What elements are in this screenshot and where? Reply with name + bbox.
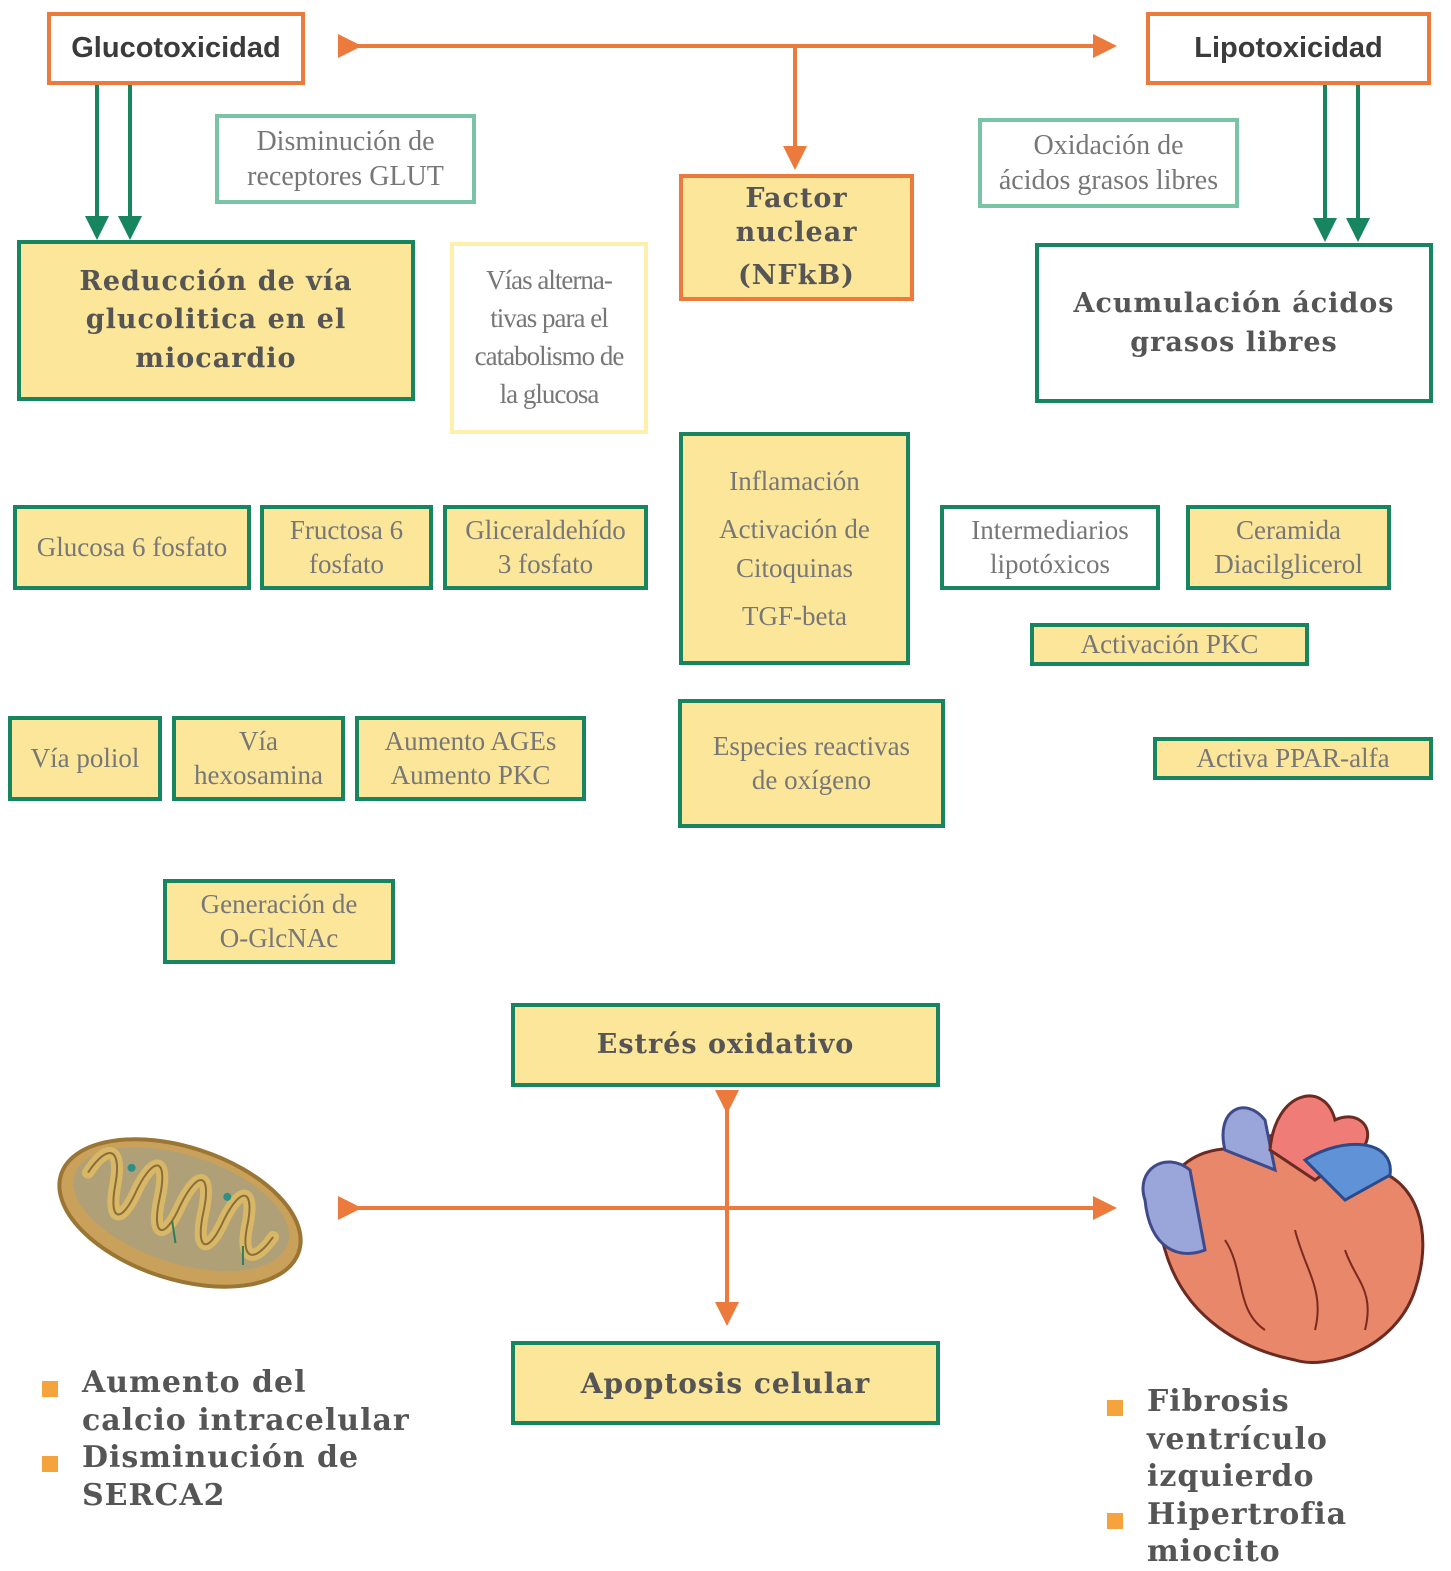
glucotoxicidad-box: Glucotoxicidad <box>47 12 305 85</box>
intermediarios-line-2: lipotóxicos <box>990 548 1110 579</box>
ceramida-line-2: Diacilglicerol <box>1214 548 1363 579</box>
acumulacion-agl-line-1: Acumulación ácidos <box>1073 287 1395 319</box>
bullet-square-icon <box>1107 1400 1123 1416</box>
aumento-ages-line-1: Aumento AGEs <box>384 725 557 756</box>
especies-reactivas-line-1: Especies reactivas <box>712 730 911 761</box>
gliceraldehido3-line-1: Gliceraldehído <box>465 514 626 545</box>
diagram-canvas: Glucotoxicidad Lipotoxicidad Factor nucl… <box>8 12 1433 1569</box>
vias-alternativas-line-3: catabolismo de <box>474 341 625 371</box>
factor-nuclear-box: Factor nuclear (NFkB) <box>679 174 914 301</box>
glucotoxicidad-label: Glucotoxicidad <box>71 32 281 65</box>
right-bullet-2: Hipertrofia miocito <box>1095 1496 1451 1571</box>
activacion-pkc-box: Activación PKC <box>1030 623 1309 666</box>
reduccion-via-box: Reducción de vía glucolitica en el mioca… <box>17 240 415 401</box>
generacion-oglcnac-line-2: O-GlcNAc <box>219 922 339 953</box>
left-bullet-2-line-2: SERCA2 <box>82 1477 226 1513</box>
aumento-ages-box: Aumento AGEs Aumento PKC <box>355 716 586 801</box>
generacion-oglcnac-line-1: Generación de <box>200 888 358 919</box>
left-bullet-1-line-1: Aumento del <box>82 1365 307 1400</box>
vias-alternativas-line-2: tivas para el <box>490 303 608 334</box>
reduccion-via-line-3: miocardio <box>135 342 297 374</box>
right-bullet-1: Fibrosis ventrículo izquierdo <box>1095 1383 1451 1496</box>
estres-oxidativo-box: Estrés oxidativo <box>511 1003 940 1087</box>
ceramida-box: Ceramida Diacilglicerol <box>1186 505 1391 590</box>
vias-alternativas-box: Vías alterna- tivas para el catabolismo … <box>450 242 648 434</box>
inflamacion-line-1: Inflamación <box>729 465 860 496</box>
left-bullet-1: Aumento del calcio intracelular <box>30 1364 410 1439</box>
activa-ppar-label: Activa PPAR-alfa <box>1196 742 1390 773</box>
intermediarios-line-1: Intermediarios <box>971 514 1129 545</box>
via-hexosamina-box: Vía hexosamina <box>172 716 345 801</box>
inflamacion-box: Inflamación Activación de Citoquinas TGF… <box>679 432 910 665</box>
especies-reactivas-line-2: de oxígeno <box>751 764 872 795</box>
right-bullet-1-line-2: izquierdo <box>1147 1459 1315 1494</box>
left-bullet-list: Aumento del calcio intracelular Disminuc… <box>30 1364 410 1514</box>
right-bullet-1-line-1: Fibrosis ventrículo <box>1147 1384 1328 1457</box>
left-bullet-2: Disminución de SERCA2 <box>30 1439 410 1514</box>
gliceraldehido3-box: Gliceraldehído 3 fosfato <box>443 505 648 590</box>
disminucion-glut-line-2: receptores GLUT <box>247 161 444 192</box>
bullet-square-icon <box>1107 1512 1123 1529</box>
via-hexosamina-line-1: Vía <box>239 725 278 756</box>
vias-alternativas-line-4: la glucosa <box>499 378 600 409</box>
generacion-oglcnac-box: Generación de O-GlcNAc <box>163 879 395 964</box>
glucosa6-label: Glucosa 6 fosfato <box>36 531 228 562</box>
acumulacion-agl-line-2: grasos libres <box>1130 327 1338 358</box>
connector-arrows <box>57 34 1425 1364</box>
inflamacion-line-2: Activación de <box>719 514 870 545</box>
ceramida-line-1: Ceramida <box>1236 514 1341 545</box>
vias-alternativas-line-1: Vías alterna- <box>486 265 613 296</box>
oxidacion-agl-line-2: ácidos grasos libres <box>998 165 1219 196</box>
fructosa6-line-2: fosfato <box>309 548 384 579</box>
activa-ppar-box: Activa PPAR-alfa <box>1153 737 1433 780</box>
mitochondrion-illustration <box>57 1137 303 1289</box>
gliceraldehido3-line-2: 3 fosfato <box>497 548 594 579</box>
aumento-ages-line-2: Aumento PKC <box>390 759 551 790</box>
glucosa6-box: Glucosa 6 fosfato <box>13 505 251 590</box>
inflamacion-line-4: TGF-beta <box>742 600 847 631</box>
disminucion-glut-line-1: Disminución de <box>256 126 435 157</box>
factor-nuclear-line-1: Factor nuclear <box>735 182 858 248</box>
via-poliol-box: Vía poliol <box>8 716 162 801</box>
right-bullet-2-line-1: Hipertrofia miocito <box>1147 1496 1348 1570</box>
factor-nuclear-line-2: (NFkB) <box>738 260 855 292</box>
oxidacion-agl-box: Oxidación de ácidos grasos libres <box>978 118 1239 208</box>
intermediarios-box: Intermediarios lipotóxicos <box>940 505 1160 590</box>
via-poliol-label: Vía poliol <box>30 742 140 773</box>
disminucion-glut-box: Disminución de receptores GLUT <box>215 114 476 204</box>
activacion-pkc-label: Activación PKC <box>1080 628 1259 659</box>
fructosa6-line-1: Fructosa 6 <box>289 514 404 545</box>
left-bullet-2-line-1: Disminución de <box>82 1440 360 1475</box>
left-bullet-1-line-2: calcio intracelular <box>82 1402 410 1438</box>
oxidacion-agl-line-1: Oxidación de <box>1033 130 1184 161</box>
lipotoxicidad-box: Lipotoxicidad <box>1146 12 1431 85</box>
apoptosis-label: Apoptosis celular <box>580 1366 871 1400</box>
reduccion-via-line-1: Reducción de vía <box>79 266 353 297</box>
inflamacion-line-3: Citoquinas <box>735 552 853 583</box>
fructosa6-box: Fructosa 6 fosfato <box>260 505 433 590</box>
via-hexosamina-line-2: hexosamina <box>194 759 323 790</box>
acumulacion-agl-box: Acumulación ácidos grasos libres <box>1035 243 1433 403</box>
bullet-square-icon <box>42 1381 58 1397</box>
bullet-square-icon <box>42 1456 58 1472</box>
heart-illustration <box>1141 1094 1425 1364</box>
especies-reactivas-box: Especies reactivas de oxígeno <box>678 699 945 828</box>
right-bullet-list: Fibrosis ventrículo izquierdo Hipertrofi… <box>1095 1383 1451 1571</box>
apoptosis-box: Apoptosis celular <box>511 1341 940 1425</box>
estres-oxidativo-label: Estrés oxidativo <box>596 1029 855 1061</box>
lipotoxicidad-label: Lipotoxicidad <box>1194 32 1383 65</box>
reduccion-via-line-2: glucolitica en el <box>85 304 347 336</box>
